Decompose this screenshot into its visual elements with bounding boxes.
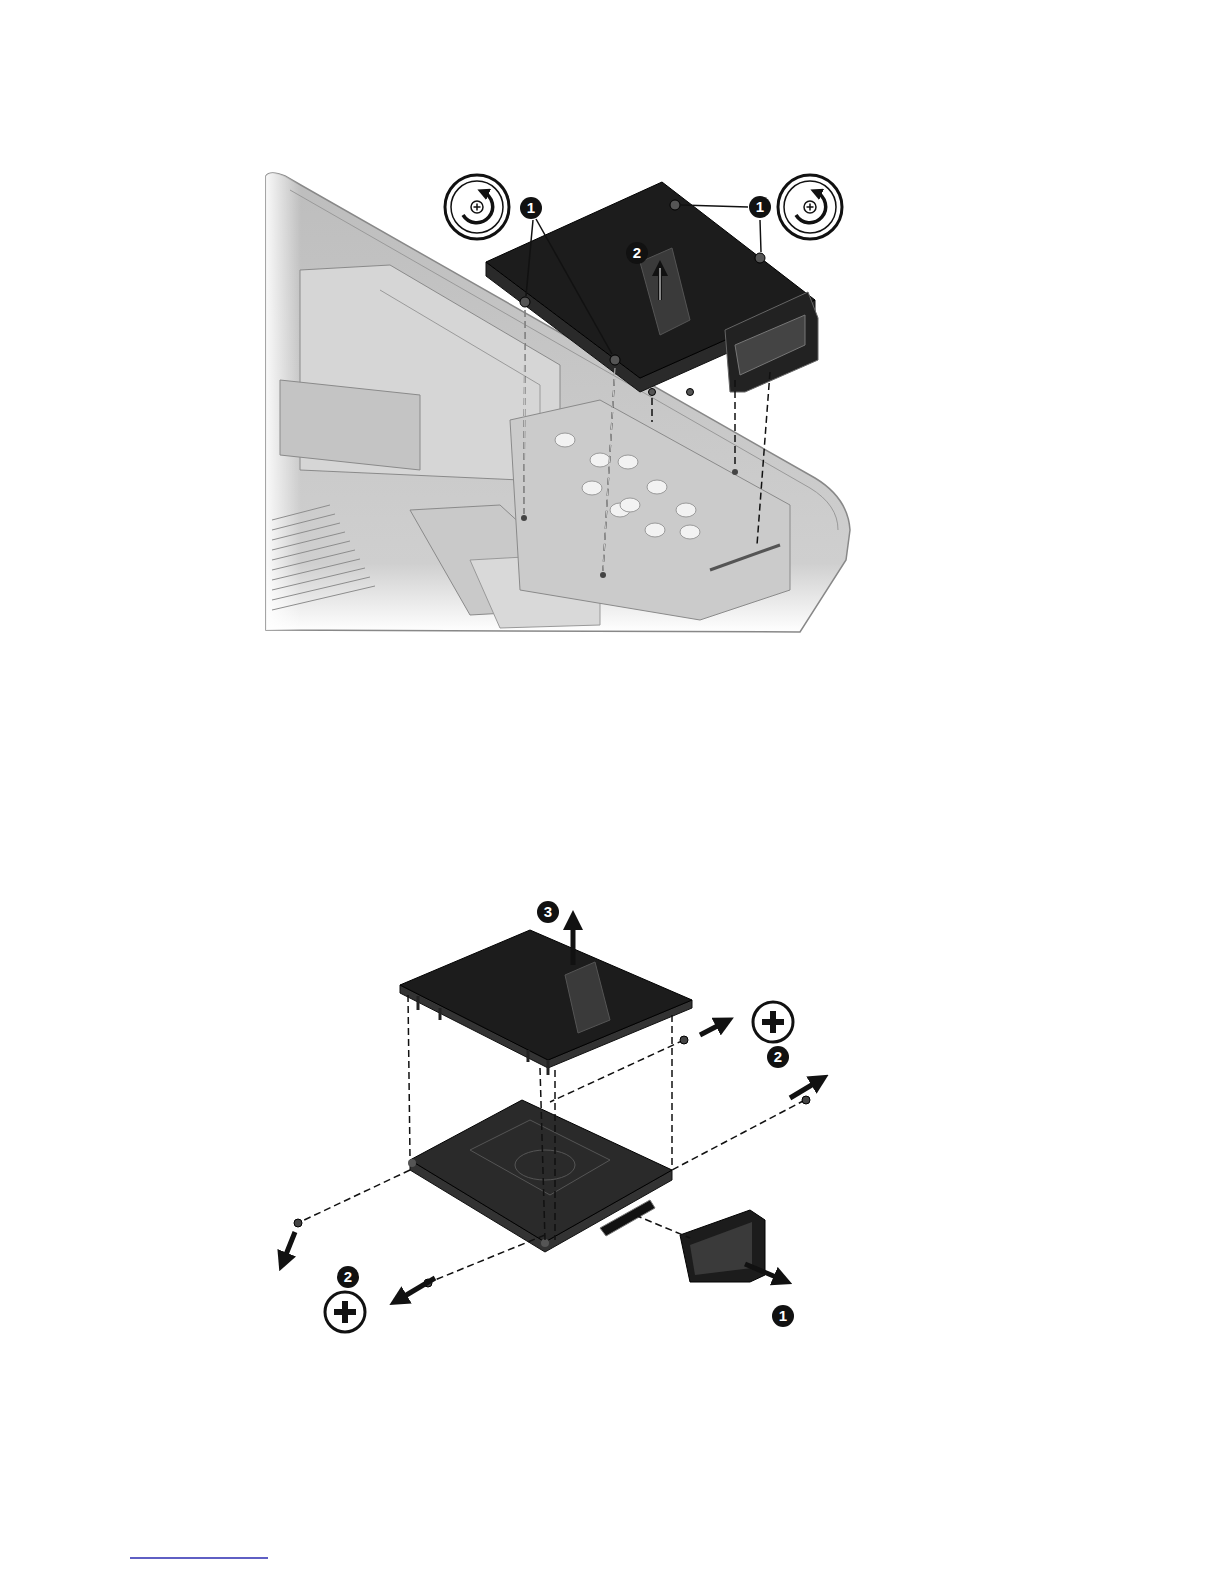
link-underline [130,1557,268,1559]
loosen-screw-icon [445,175,842,239]
callout-number: 1 [520,197,542,219]
hard-drive [486,182,818,396]
callout-number: 1 [749,196,771,218]
callout-number: 1 [772,1305,794,1327]
alignment-lines [300,995,805,1282]
hdd-connector [680,1210,765,1282]
leader-lines [526,205,761,354]
phillips-screw-icon [325,1002,793,1332]
callout-number: 2 [337,1266,359,1288]
hard-disk [408,1100,672,1252]
drive-bracket [400,930,692,1075]
callout-number: 2 [626,242,648,264]
removal-arrows [283,920,820,1300]
lift-arrow [658,268,662,300]
alignment-lines [524,310,770,571]
screws [294,1036,810,1287]
callout-number: 3 [537,901,559,923]
laptop-base [266,173,850,632]
callout-number: 2 [767,1046,789,1068]
